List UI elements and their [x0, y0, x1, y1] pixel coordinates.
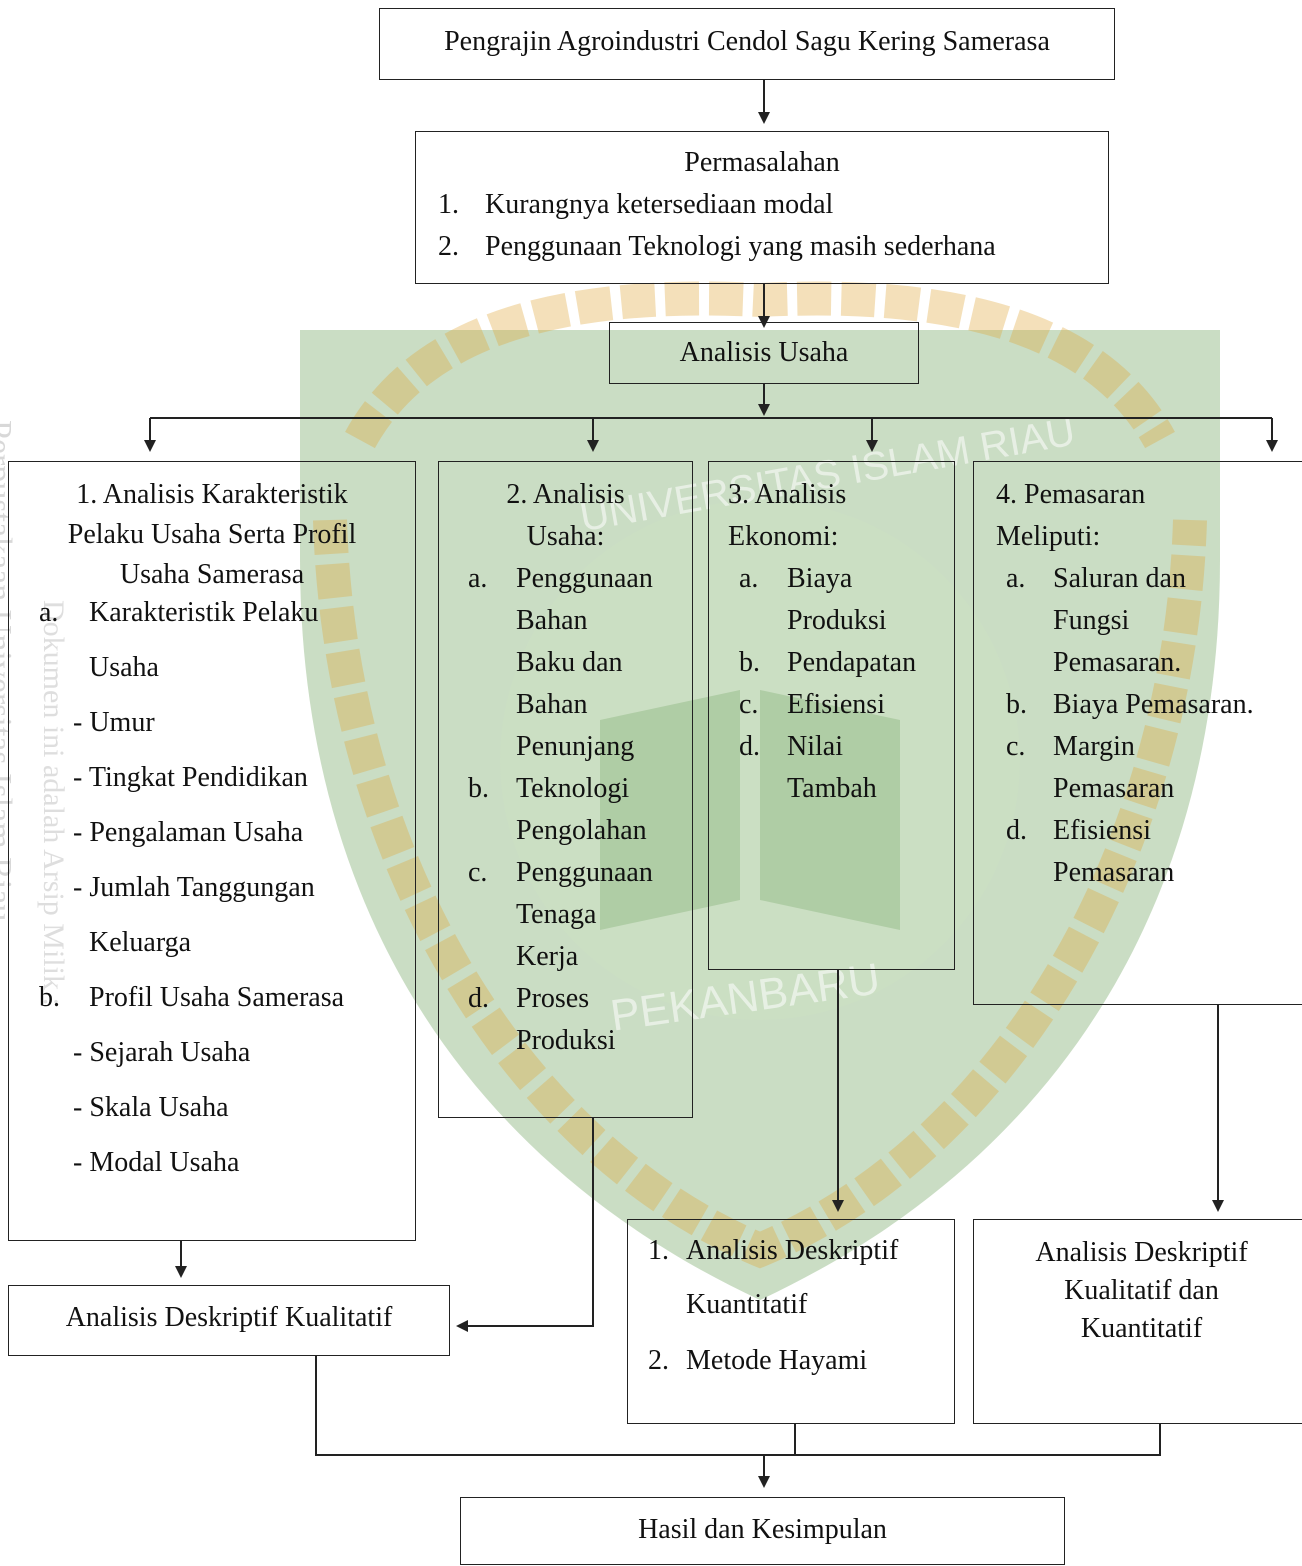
col4-a-label: a.	[1006, 563, 1026, 594]
quant-item-2-num: 2.	[648, 1345, 669, 1376]
qualitative-box: Analisis Deskriptif Kualitatif	[8, 1285, 450, 1356]
col3-b-line-1: Pendapatan	[787, 647, 917, 678]
col1-b-text: Profil Usaha Samerasa	[89, 982, 345, 1013]
col4-d-line-1: Efisiensi	[1053, 815, 1151, 846]
col3-d-label: d.	[739, 731, 760, 762]
col3-d-line-1: Nilai	[787, 731, 843, 762]
col3-title-2: Ekonomi:	[728, 521, 839, 552]
quantitative-box: 1. Analisis Deskriptif Kuantitatif 2. Me…	[627, 1219, 955, 1424]
col4-title-1: 4. Pemasaran	[996, 479, 1146, 510]
col2-a-label: a.	[468, 563, 488, 594]
col1-a-item-2: - Tingkat Pendidikan	[73, 762, 308, 793]
col4-a-line-3: Pemasaran.	[1053, 647, 1182, 678]
col4-c-line-1: Margin	[1053, 731, 1135, 762]
col2-box: 2. Analisis Usaha: a. Penggunaan Bahan B…	[438, 461, 693, 1118]
col3-a-line-2: Produksi	[787, 605, 887, 636]
col2-b-line-1: Teknologi	[516, 773, 630, 804]
col3-c-line-1: Efisiensi	[787, 689, 885, 720]
mixed-analysis-box: Analisis Deskriptif Kualitatif dan Kuant…	[973, 1219, 1302, 1424]
quant-item-1-line-2: Kuantitatif	[686, 1289, 808, 1320]
col1-a-item-5: Keluarga	[89, 927, 192, 958]
col4-b-label: b.	[1006, 689, 1027, 720]
col1-a-item-1: - Umur	[73, 707, 155, 738]
col1-box: 1. Analisis Karakteristik Pelaku Usaha S…	[8, 461, 416, 1241]
col4-box: 4. Pemasaran Meliputi: a. Saluran dan Fu…	[973, 461, 1302, 1005]
col4-b-line-1: Biaya Pemasaran.	[1053, 689, 1254, 720]
col3-b-label: b.	[739, 647, 760, 678]
quant-item-1-num: 1.	[648, 1235, 669, 1266]
col1-a-label: a.	[39, 597, 59, 628]
col1-a-line-2: Usaha	[89, 652, 159, 683]
col2-a-line-3: Baku dan	[516, 647, 623, 678]
problem-item-1: Kurangnya ketersediaan modal	[485, 189, 834, 220]
col4-c-label: c.	[1006, 731, 1026, 762]
col1-a-line-1: Karakteristik Pelaku	[89, 597, 319, 628]
analysis-box: Analisis Usaha	[609, 322, 919, 384]
col2-d-label: d.	[468, 983, 489, 1014]
col2-a-line-5: Penunjang	[516, 731, 635, 762]
col1-b-item-1: - Sejarah Usaha	[73, 1037, 251, 1068]
col2-c-line-3: Kerja	[516, 941, 579, 972]
col1-title-1: 1. Analisis Karakteristik	[76, 479, 348, 510]
col4-a-line-1: Saluran dan	[1053, 563, 1186, 594]
col2-b-line-2: Pengolahan	[516, 815, 647, 846]
col2-title-2: Usaha:	[526, 521, 605, 552]
col1-b-label: b.	[39, 982, 60, 1013]
col2-c-line-2: Tenaga	[516, 899, 597, 930]
col3-box: 3. Analisis Ekonomi: a. Biaya Produksi b…	[708, 461, 955, 970]
col2-c-line-1: Penggunaan	[516, 857, 653, 888]
col4-a-line-2: Fungsi	[1053, 605, 1130, 636]
col1-title-3: Usaha Samerasa	[119, 559, 305, 590]
qualitative-box-text: Analisis Deskriptif Kualitatif	[65, 1302, 393, 1333]
col4-title-2: Meliputi:	[996, 521, 1101, 552]
mixed-line-1: Analisis Deskriptif	[1035, 1237, 1248, 1268]
col1-a-item-4: - Jumlah Tanggungan	[73, 872, 315, 903]
col2-b-label: b.	[468, 773, 489, 804]
analysis-box-text: Analisis Usaha	[679, 337, 849, 368]
col2-a-line-4: Bahan	[516, 689, 588, 720]
col1-b-item-3: - Modal Usaha	[73, 1147, 240, 1178]
col2-title-1: 2. Analisis	[506, 479, 625, 510]
mixed-line-3: Kuantitatif	[1080, 1313, 1203, 1344]
source-box-text: Pengrajin Agroindustri Cendol Sagu Kerin…	[444, 26, 1050, 57]
col1-title-2: Pelaku Usaha Serta Profil	[67, 519, 357, 550]
col2-c-label: c.	[468, 857, 488, 888]
col3-title-1: 3. Analisis	[728, 479, 847, 510]
problem-item-1-num: 1.	[438, 189, 459, 220]
col1-b-item-2: - Skala Usaha	[73, 1092, 229, 1123]
arrow-col2-to-qual	[456, 1118, 594, 1332]
mixed-line-2: Kualitatif dan	[1064, 1275, 1219, 1306]
merge-line	[315, 1355, 1161, 1456]
col4-d-line-2: Pemasaran	[1053, 857, 1175, 888]
col4-d-label: d.	[1006, 815, 1027, 846]
problem-item-2-num: 2.	[438, 231, 459, 262]
col2-d-line-1: Proses	[516, 983, 590, 1014]
col2-d-line-2: Produksi	[516, 1025, 616, 1056]
quant-item-2: Metode Hayami	[686, 1345, 868, 1376]
col3-a-line-1: Biaya	[787, 563, 853, 594]
col2-a-line-2: Bahan	[516, 605, 588, 636]
col4-c-line-2: Pemasaran	[1053, 773, 1175, 804]
col3-c-label: c.	[739, 689, 759, 720]
problem-title: Permasalahan	[684, 147, 840, 178]
result-box: Hasil dan Kesimpulan	[460, 1497, 1065, 1565]
source-box: Pengrajin Agroindustri Cendol Sagu Kerin…	[379, 8, 1115, 80]
col1-a-item-3: - Pengalaman Usaha	[73, 817, 304, 848]
quant-item-1-line-1: Analisis Deskriptif	[686, 1235, 899, 1266]
problem-box: Permasalahan 1. Kurangnya ketersediaan m…	[415, 131, 1109, 284]
problem-item-2: Penggunaan Teknologi yang masih sederhan…	[485, 231, 996, 262]
result-box-text: Hasil dan Kesimpulan	[638, 1514, 887, 1545]
col2-a-line-1: Penggunaan	[516, 563, 653, 594]
col3-d-line-2: Tambah	[787, 773, 877, 804]
col3-a-label: a.	[739, 563, 759, 594]
